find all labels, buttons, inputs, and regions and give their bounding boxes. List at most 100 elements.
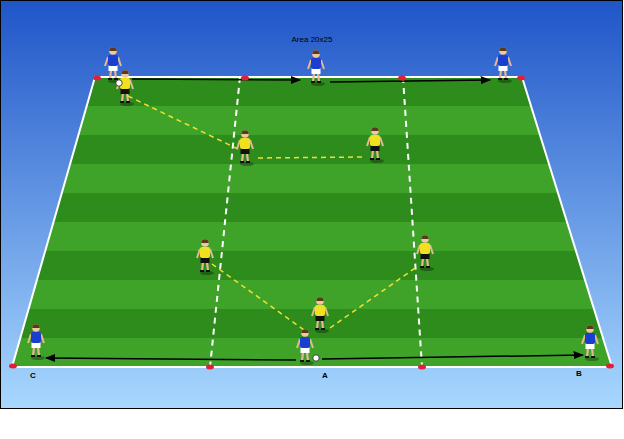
player-boot — [126, 101, 130, 103]
player-boot — [317, 81, 321, 83]
cone — [418, 365, 426, 370]
player-arm — [430, 245, 433, 254]
position-letter-anchor: B — [576, 370, 582, 378]
cone — [93, 76, 101, 81]
player-shadow — [370, 159, 384, 163]
player-boot — [585, 356, 589, 358]
player-hair — [421, 235, 429, 239]
player-shadow — [300, 361, 314, 365]
position-letter: C — [30, 372, 36, 380]
player-shadow — [31, 356, 45, 360]
player-hair — [32, 324, 40, 328]
player-shirt — [311, 58, 321, 69]
player-arm — [41, 334, 44, 343]
player-shirt — [200, 247, 210, 258]
pitch-stripe — [0, 338, 624, 368]
player-head — [32, 324, 40, 332]
player-boot — [420, 266, 424, 268]
pitch-stripe — [0, 164, 624, 194]
player-leg — [115, 70, 116, 79]
player-shadow — [240, 162, 254, 166]
player-figure — [28, 324, 45, 360]
player-leg — [427, 258, 428, 267]
player-arm — [297, 339, 300, 348]
player-leg — [207, 262, 208, 271]
player-head — [201, 239, 209, 247]
player-leg — [38, 347, 39, 356]
player-leg — [247, 153, 248, 162]
player-shadow — [498, 79, 512, 83]
player-arm — [417, 245, 420, 254]
player-head — [109, 47, 117, 55]
zone-line — [210, 77, 240, 367]
player-leg — [587, 348, 588, 357]
player-leg — [322, 320, 323, 329]
player-shadow — [315, 329, 329, 333]
pass-line — [258, 157, 366, 158]
player-figure — [105, 47, 122, 83]
pitch-stripe — [0, 251, 624, 281]
player-arm — [595, 335, 598, 344]
player-hair — [301, 329, 309, 333]
player-arm — [250, 140, 253, 149]
player-arm — [367, 137, 370, 146]
pitch-stripe — [0, 280, 624, 310]
player-leg — [592, 348, 593, 357]
pitch-stripe — [0, 106, 624, 136]
player-figure — [117, 70, 134, 106]
player-figure — [197, 239, 214, 275]
player-arm — [237, 140, 240, 149]
player-boot — [591, 356, 595, 358]
ball — [313, 355, 319, 361]
player-boot — [200, 270, 204, 272]
player-hair — [586, 325, 594, 329]
area-dimension-anchor: Area 20x25 — [292, 36, 333, 44]
player-figure — [297, 329, 314, 365]
player-leg — [33, 347, 34, 356]
player-boot — [31, 355, 35, 357]
player-head — [241, 130, 249, 138]
player-arm — [210, 249, 213, 258]
player-hair — [241, 130, 249, 134]
player-leg — [422, 258, 423, 267]
pitch-stripe — [0, 222, 624, 252]
player-boot — [114, 78, 118, 80]
player-arm — [28, 334, 31, 343]
player-arm — [380, 137, 383, 146]
player-boot — [504, 78, 508, 80]
ball — [116, 80, 122, 86]
player-figure — [237, 130, 254, 166]
player-shirt — [300, 337, 310, 348]
player-boot — [426, 266, 430, 268]
pitch-stripe — [0, 135, 624, 165]
position-letter: A — [322, 372, 328, 380]
player-boot — [37, 355, 41, 357]
player-hair — [371, 127, 379, 131]
player-arm — [508, 57, 511, 66]
player-hair — [316, 297, 324, 301]
player-hair — [109, 47, 117, 51]
player-boot — [300, 360, 304, 362]
player-hair — [201, 239, 209, 243]
cone — [398, 76, 406, 81]
player-boot — [311, 81, 315, 83]
player-shadow — [120, 102, 134, 106]
cone — [241, 76, 249, 81]
player-leg — [377, 150, 378, 159]
player-figure — [495, 47, 512, 83]
player-arm — [130, 80, 133, 89]
player-head — [371, 127, 379, 135]
player-arm — [321, 60, 324, 69]
player-figure — [308, 50, 325, 86]
player-shirt — [240, 138, 250, 149]
run-arrow — [330, 80, 490, 82]
player-leg — [505, 70, 506, 79]
run-arrow — [322, 355, 583, 359]
player-arm — [197, 249, 200, 258]
player-boot — [376, 158, 380, 160]
player-figure — [417, 235, 434, 271]
player-shirt — [108, 55, 118, 66]
position-letter-anchor: C — [30, 372, 36, 380]
